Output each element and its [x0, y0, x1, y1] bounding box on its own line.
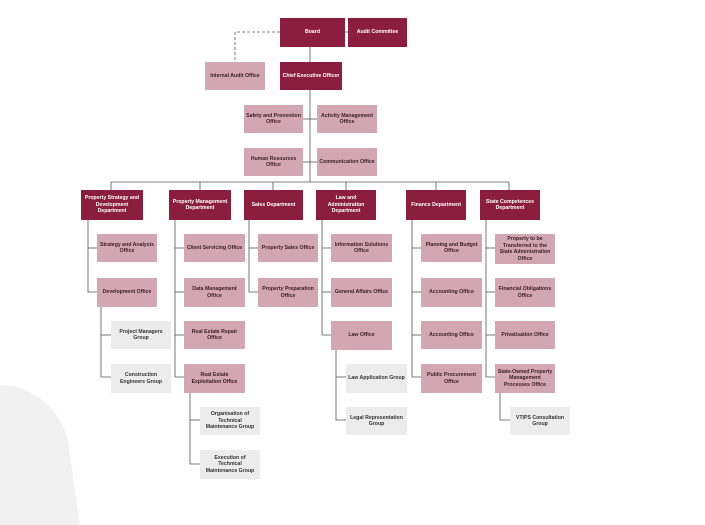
office-box: Strategy and Analysis Office: [97, 234, 157, 262]
audit-committee-box: Audit Committee: [348, 18, 407, 47]
office-box: Development Office: [97, 278, 157, 307]
office-box: Property to be Transferred to the State …: [495, 234, 555, 264]
dept-sales-box: Sales Department: [244, 190, 303, 220]
office-box: Accounting Office: [421, 278, 482, 307]
office-box: Real Estate Repair Office: [184, 321, 245, 349]
office-box: Planning and Budget Office: [421, 234, 482, 262]
group-box: Execution of Technical Maintenance Group: [200, 450, 260, 479]
group-box: Law Application Group: [346, 364, 407, 393]
office-box: Financial Obligations Office: [495, 278, 555, 307]
hr-office-box: Human Resources Office: [244, 148, 303, 176]
group-box: Construction Engineers Group: [111, 364, 171, 393]
office-box: Data Management Office: [184, 278, 245, 307]
office-box: State-Owned Property Management Processe…: [495, 364, 555, 393]
ceo-box: Chief Executive Officer: [280, 62, 342, 90]
office-box: Privatisation Office: [495, 321, 555, 349]
internal-audit-box: Internal Audit Office: [205, 62, 265, 90]
communication-office-box: Communication Office: [317, 148, 377, 176]
dept-strategy-box: Property Strategy and Development Depart…: [81, 190, 143, 220]
office-box: Public Procurement Office: [421, 364, 482, 393]
board-box: Board: [280, 18, 345, 47]
group-box: VTIPS Consultation Group: [510, 407, 570, 435]
office-box: Property Sales Office: [258, 234, 318, 262]
dept-state-box: State Competences Department: [480, 190, 540, 220]
group-box: Organisation of Technical Maintenance Gr…: [200, 407, 260, 435]
office-box: Law Office: [331, 321, 392, 350]
dept-management-box: Property Management Department: [169, 190, 231, 220]
office-box: Client Servicing Office: [184, 234, 245, 262]
group-box: Project Managers Group: [111, 321, 171, 349]
office-box: Accounting Office: [421, 321, 482, 349]
activity-office-box: Activity Management Office: [317, 105, 377, 133]
office-box: Information Solutions Office: [331, 234, 392, 262]
office-box: General Affairs Office: [331, 278, 392, 307]
connector-lines: [87, 31, 510, 465]
office-box: Real Estate Exploitation Office: [184, 364, 245, 393]
dept-finance-box: Finance Department: [406, 190, 466, 220]
group-box: Legal Representation Group: [346, 407, 407, 435]
safety-office-box: Safety and Provention Office: [244, 105, 303, 133]
dept-law-box: Law and Administration Department: [316, 190, 376, 220]
office-box: Property Preparation Office: [258, 278, 318, 307]
